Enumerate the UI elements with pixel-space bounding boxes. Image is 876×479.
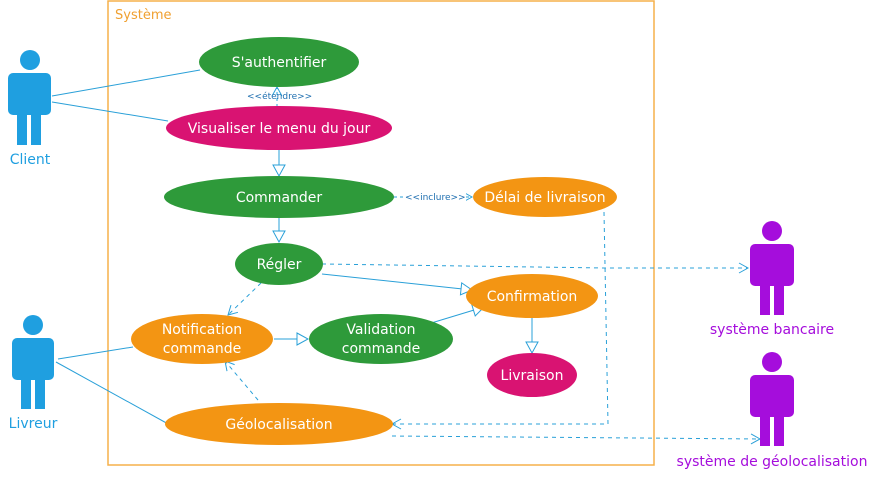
- include-label-bg: [404, 189, 466, 203]
- use-case-label: Notification: [162, 322, 242, 338]
- actor-person-icon: [750, 221, 794, 315]
- system-boundary: [107, 0, 655, 466]
- actor-person-icon: [8, 50, 51, 145]
- use-case-label: Validation: [346, 322, 415, 338]
- use-case-commander[interactable]: Commander: [164, 176, 394, 218]
- use-case-label: Visualiser le menu du jour: [188, 121, 371, 137]
- system-label: Système: [115, 8, 171, 23]
- use-case-label: Régler: [257, 257, 302, 273]
- use-case-geolocalisation[interactable]: Géolocalisation: [165, 403, 393, 445]
- use-case-label: commande: [342, 341, 421, 357]
- use-case-label: Commander: [236, 190, 323, 206]
- actor-label: Client: [10, 152, 51, 168]
- connectors: [51, 69, 762, 445]
- use-case-authentifier[interactable]: S'authentifier: [199, 37, 359, 87]
- use-case-delai-livraison[interactable]: Délai de livraison: [473, 177, 617, 217]
- gen-regler-confirmation: [321, 273, 474, 296]
- use-case-livraison[interactable]: Livraison: [487, 353, 577, 397]
- use-case-label: S'authentifier: [232, 55, 327, 71]
- assoc-client-auth: [51, 69, 201, 97]
- dash-regler-banque: [321, 262, 750, 274]
- actor-label: Livreur: [9, 416, 58, 432]
- assoc-client-menu: [51, 101, 169, 122]
- dash-geoloc-geosys: [391, 433, 762, 445]
- actor-person-icon: [12, 315, 54, 409]
- use-case-regler[interactable]: Régler: [235, 243, 323, 285]
- use-case-label: Géolocalisation: [225, 417, 332, 433]
- extend-stereotype: <<étendre>>: [247, 91, 312, 102]
- use-case-notification-commande[interactable]: Notification commande: [131, 314, 273, 364]
- use-case-label: commande: [163, 341, 242, 357]
- actor-label: système de géolocalisation: [677, 454, 868, 470]
- include-stereotype: <<inclure>>: [405, 193, 466, 203]
- use-case-visualiser-menu[interactable]: Visualiser le menu du jour: [166, 106, 392, 150]
- actor-label: système bancaire: [710, 322, 834, 338]
- dash-delai-geoloc: [390, 211, 609, 430]
- gen-validation-confirmation: [427, 303, 485, 325]
- use-case-label: Confirmation: [487, 289, 578, 305]
- dash-geoloc-notification: [224, 360, 259, 401]
- actor-livreur[interactable]: Livreur: [9, 315, 58, 432]
- use-case-confirmation[interactable]: Confirmation: [466, 274, 598, 318]
- dash-regler-notification: [227, 282, 262, 316]
- actor-person-icon: [750, 352, 794, 446]
- actor-client[interactable]: Client: [8, 50, 51, 168]
- actor-systeme-geolocalisation[interactable]: système de géolocalisation: [677, 352, 868, 470]
- assoc-livreur-geoloc: [55, 361, 171, 426]
- use-case-label: Délai de livraison: [484, 190, 605, 206]
- use-case-validation-commande[interactable]: Validation commande: [309, 314, 453, 364]
- assoc-livreur-notification: [57, 346, 134, 360]
- use-case-label: Livraison: [501, 368, 564, 384]
- actor-systeme-bancaire[interactable]: système bancaire: [710, 221, 834, 338]
